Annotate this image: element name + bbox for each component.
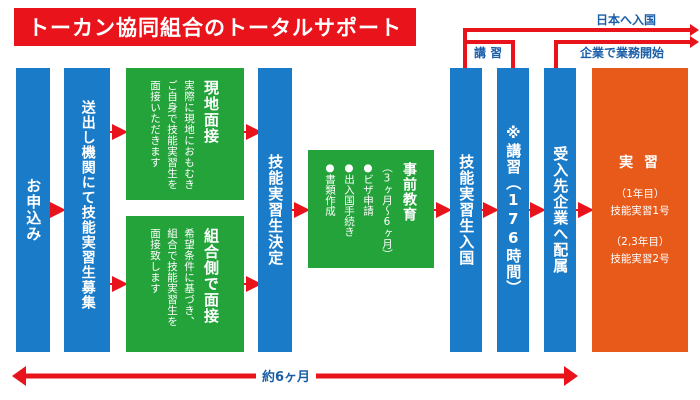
step-recruit-label: 送出し機関にて技能実習生募集 [79,100,96,310]
local-interview-desc-1: 実際に現地におもむき [183,80,195,190]
step-practice: 実 習 （1年目） 技能実習1号 （2,3年目） 技能実習2号 [592,68,688,352]
bracket-company-start-head [690,36,699,48]
label-company-start: 企業で業務開始 [580,46,665,60]
bracket-japan-entry-head [690,24,699,36]
label-japan-entry: 日本へ入国 [596,13,657,27]
practice-type1: 技能実習1号 [610,205,670,218]
step-apply: お申込み [16,68,50,352]
bracket-japan-entry [463,28,690,68]
pre-education-item-documents: ●書類作成 [324,162,336,216]
pre-education-period: （3ヶ月～6ヶ月） [381,162,393,260]
practice-title: 実 習 [619,155,661,172]
pre-education-item-immigration: ●出入国手続き [343,162,355,237]
bracket-lecture [463,40,515,68]
union-interview-desc-1: 希望条件に基づき、 [183,228,195,327]
pre-education-item-visa: ●ビザ申請 [362,162,374,216]
duration-label: 約6ヶ月 [256,366,317,385]
union-interview-desc-2: 組合で技能実習生を [166,228,178,327]
duration-head-right [564,366,578,386]
local-interview-desc-2: ご自身で技能実習生を [166,80,178,190]
step-training: ※講習（176時間） [497,68,529,352]
bracket-company-start [554,40,690,68]
step-decision: 技能実習生決定 [258,68,292,352]
step-entry: 技能実習生入国 [450,68,482,352]
step-decision-label: 技能実習生決定 [266,154,285,266]
practice-year23: （2,3年目） [610,236,670,248]
step-assign-label: 受入先企業へ配属 [551,146,570,274]
union-interview-desc-3: 面接致します [149,228,161,294]
step-entry-label: 技能実習生入国 [457,154,476,266]
step-union-interview: 組合側で面接 希望条件に基づき、 組合で技能実習生を 面接致します [126,216,244,352]
pre-education-title: 事前教育 [401,162,417,222]
practice-type2: 技能実習2号 [610,252,670,265]
practice-year1: （1年目） [615,188,665,201]
step-pre-education: 事前教育 （3ヶ月～6ヶ月） ●ビザ申請 ●出入国手続き ●書類作成 [308,150,434,268]
local-interview-title: 現地面接 [202,80,220,144]
duration-head-left [12,366,26,386]
local-interview-desc-3: 面接いただきます [149,80,161,168]
step-apply-label: お申込み [24,178,43,242]
union-interview-title: 組合側で面接 [202,228,220,324]
step-assign: 受入先企業へ配属 [544,68,576,352]
step-training-label: ※講習（176時間） [504,124,523,296]
step-recruit: 送出し機関にて技能実習生募集 [64,68,110,352]
label-lecture: 講 習 [474,46,503,60]
step-local-interview: 現地面接 実際に現地におもむき ご自身で技能実習生を 面接いただきます [126,68,244,200]
page-title: トーカン協同組合のトータルサポート [14,8,416,46]
